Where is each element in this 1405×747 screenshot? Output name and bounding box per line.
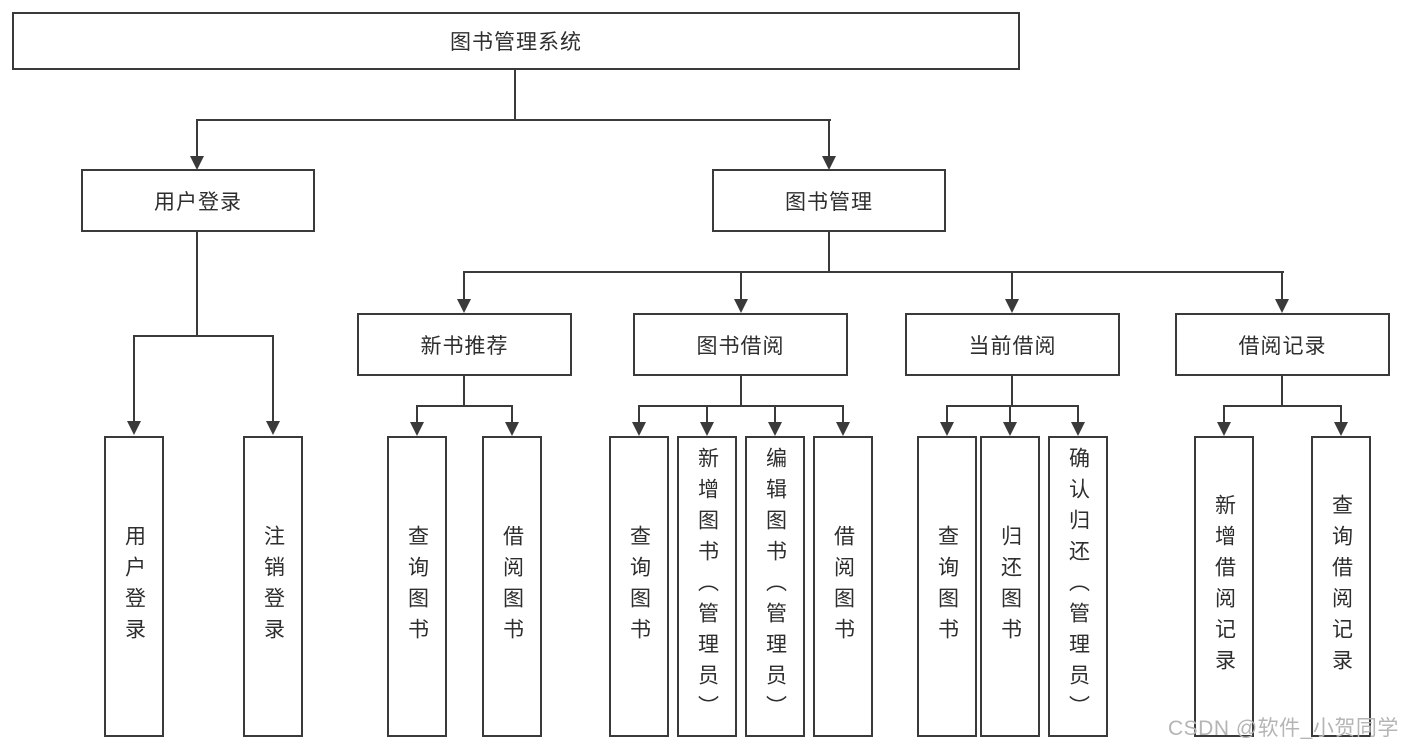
connector-leaf-drop <box>1223 407 1225 423</box>
connector-leaf-drop <box>133 337 135 423</box>
connector-leaf-drop <box>946 407 948 423</box>
connector-records-stem <box>1281 375 1283 407</box>
connector-leaf-drop <box>272 337 274 423</box>
connector-level3-hline <box>463 271 1284 273</box>
connector-level2-hline <box>196 119 831 121</box>
leaf-label: 新增借阅记录 <box>1212 493 1236 680</box>
connector-borrowing-stem <box>740 375 742 407</box>
connector-recommend-stem <box>463 375 465 407</box>
arrow-down-icon <box>266 421 280 435</box>
leaf-label: 新增图书（管理员） <box>695 447 719 726</box>
connector-records-hline <box>1223 405 1342 407</box>
leaf-add-borrow-record: 新增借阅记录 <box>1194 436 1254 737</box>
arrow-down-icon <box>127 421 141 435</box>
connector-leaf-drop <box>511 407 513 423</box>
connector-user-login-stem <box>196 232 198 337</box>
node-user-login: 用户登录 <box>81 169 315 232</box>
arrow-down-icon <box>1217 422 1231 436</box>
connector-user-login-hline <box>133 335 274 337</box>
connector-l3-drop <box>463 273 465 301</box>
leaf-user-login: 用户登录 <box>104 436 164 737</box>
leaf-logout: 注销登录 <box>243 436 303 737</box>
leaf-label: 确认归还（管理员） <box>1066 447 1090 726</box>
leaf-label: 借阅图书 <box>500 524 524 649</box>
arrow-down-icon <box>940 422 954 436</box>
leaf-label: 注销登录 <box>261 524 285 649</box>
leaf-label: 查询图书 <box>405 524 429 649</box>
watermark: CSDN @软件_小贺同学 <box>1168 717 1399 740</box>
connector-l3-drop <box>1281 273 1283 301</box>
connector-root-stem <box>514 69 516 121</box>
node-current-borrowing: 当前借阅 <box>905 313 1120 376</box>
node-new-book-recommendation: 新书推荐 <box>357 313 572 376</box>
arrow-down-icon <box>822 156 836 170</box>
connector-leaf-drop <box>1077 407 1079 423</box>
connector-current-hline <box>946 405 1079 407</box>
leaf-borrow-books-borrowing: 借阅图书 <box>813 436 873 737</box>
leaf-borrow-books-recommend: 借阅图书 <box>482 436 542 737</box>
connector-leaf-drop <box>1009 407 1011 423</box>
connector-leaf-drop <box>774 407 776 423</box>
node-library-management-system: 图书管理系统 <box>12 12 1020 70</box>
connector-l3-drop <box>1011 273 1013 301</box>
leaf-return-book: 归还图书 <box>980 436 1040 737</box>
arrow-down-icon <box>1071 422 1085 436</box>
connector-book-management-stem <box>828 232 830 273</box>
node-book-borrowing: 图书借阅 <box>633 313 848 376</box>
leaf-label: 归还图书 <box>998 524 1022 649</box>
arrow-down-icon <box>734 299 748 313</box>
arrow-down-icon <box>505 422 519 436</box>
arrow-down-icon <box>410 422 424 436</box>
arrow-down-icon <box>190 156 204 170</box>
arrow-down-icon <box>1275 299 1289 313</box>
leaf-query-books-current: 查询图书 <box>917 436 977 737</box>
leaf-query-books-recommend: 查询图书 <box>387 436 447 737</box>
connector-leaf-drop <box>416 407 418 423</box>
connector-leaf-drop <box>706 407 708 423</box>
leaf-label: 借阅图书 <box>831 524 855 649</box>
connector-recommend-hline <box>416 405 513 407</box>
arrow-down-icon <box>632 422 646 436</box>
connector-book-management-drop <box>828 121 830 157</box>
connector-current-stem <box>1011 375 1013 407</box>
leaf-label: 查询图书 <box>935 524 959 649</box>
leaf-label: 查询图书 <box>627 524 651 649</box>
node-borrowing-records: 借阅记录 <box>1175 313 1390 376</box>
node-book-management: 图书管理 <box>712 169 946 232</box>
arrow-down-icon <box>1334 422 1348 436</box>
leaf-label: 用户登录 <box>122 524 146 649</box>
leaf-edit-book-admin: 编辑图书（管理员） <box>745 436 805 737</box>
connector-leaf-drop <box>638 407 640 423</box>
connector-user-login-drop <box>196 121 198 157</box>
leaf-label: 查询借阅记录 <box>1329 493 1353 680</box>
arrow-down-icon <box>836 422 850 436</box>
arrow-down-icon <box>1005 299 1019 313</box>
leaf-add-book-admin: 新增图书（管理员） <box>677 436 737 737</box>
connector-l3-drop <box>740 273 742 301</box>
leaf-label: 编辑图书（管理员） <box>763 447 787 726</box>
leaf-query-books-borrowing: 查询图书 <box>609 436 669 737</box>
arrow-down-icon <box>1003 422 1017 436</box>
arrow-down-icon <box>768 422 782 436</box>
arrow-down-icon <box>457 299 471 313</box>
arrow-down-icon <box>700 422 714 436</box>
connector-borrowing-hline <box>638 405 844 407</box>
connector-leaf-drop <box>842 407 844 423</box>
connector-leaf-drop <box>1340 407 1342 423</box>
leaf-query-borrow-record: 查询借阅记录 <box>1311 436 1371 737</box>
leaf-confirm-return-admin: 确认归还（管理员） <box>1048 436 1108 737</box>
